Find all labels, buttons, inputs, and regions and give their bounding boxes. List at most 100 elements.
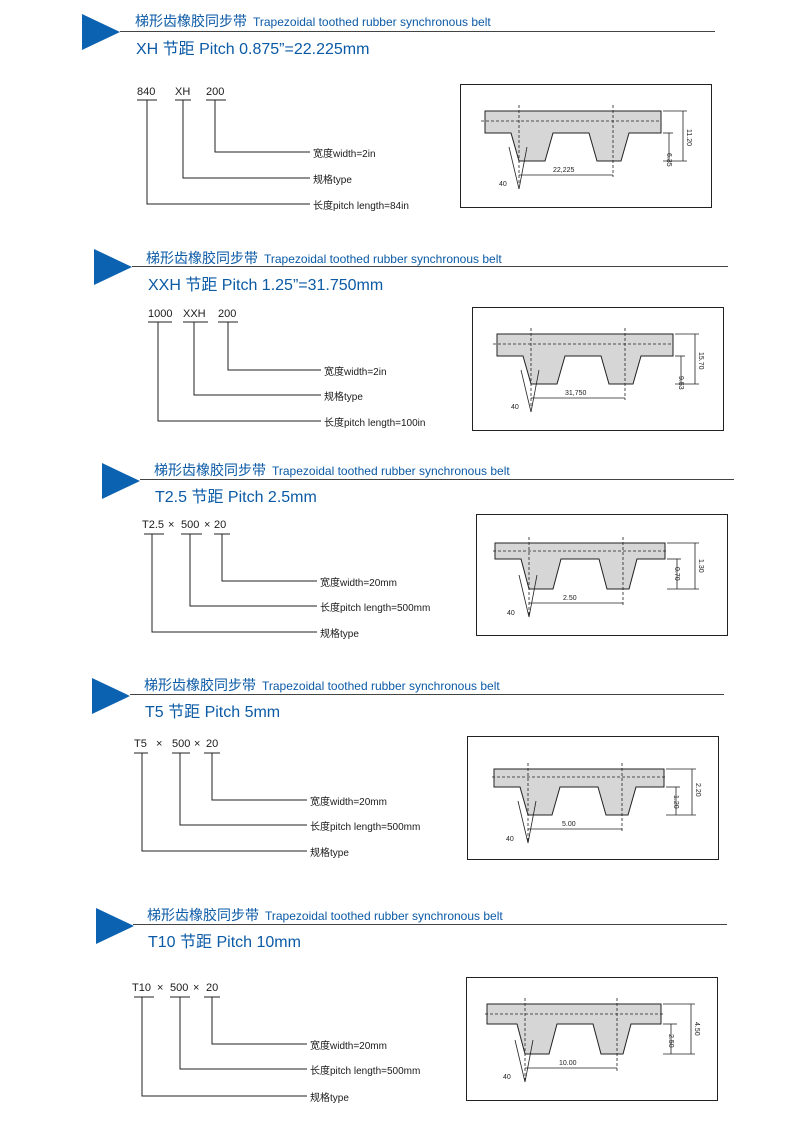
desc-width: 宽度width=2in	[324, 367, 387, 378]
tooth-profile-diagram: 5.00 40 1.20 2.20	[467, 736, 719, 860]
code-part-width: 20	[214, 519, 227, 531]
header-rule	[140, 479, 734, 480]
total-height-label: 15.70	[697, 352, 704, 370]
pitch-label: 5.00	[562, 821, 576, 828]
desc-width: 宽度width=20mm	[310, 797, 387, 808]
title-cn: 梯形齿橡胶同步带	[144, 677, 256, 693]
code-tree: 1000 XXH 200 宽度width=2in 规格type 长度pitch …	[146, 308, 466, 448]
header-rule	[133, 924, 727, 925]
desc-type: 规格type	[310, 848, 349, 859]
title-cn: 梯形齿橡胶同步带	[154, 462, 266, 478]
section-t10: 梯形齿橡胶同步带 Trapezoidal toothed rubber synch…	[0, 900, 790, 1120]
code-part-width: 20	[206, 982, 219, 994]
code-part-width: 200	[206, 86, 225, 98]
desc-type: 规格type	[310, 1093, 349, 1104]
code-part-type: XXH	[183, 308, 206, 320]
title-en: Trapezoidal toothed rubber synchronous b…	[272, 464, 510, 478]
code-part-type: XH	[175, 86, 191, 98]
code-part-length: 500	[170, 982, 189, 994]
triangle-arrow-icon	[96, 908, 134, 944]
header-rule	[130, 694, 724, 695]
section-title: 梯形齿橡胶同步带 Trapezoidal toothed rubber synch…	[135, 11, 491, 31]
code-tree-lines	[148, 321, 321, 422]
code-tree: T5 × 500 × 20 宽度width=20mm 长度pitch lengt…	[132, 738, 452, 878]
title-en: Trapezoidal toothed rubber synchronous b…	[265, 909, 503, 923]
code-tree-lines	[144, 533, 317, 633]
section-t5: 梯形齿橡胶同步带 Trapezoidal toothed rubber synch…	[0, 670, 790, 870]
triangle-arrow-icon	[102, 463, 140, 499]
title-en: Trapezoidal toothed rubber synchronous b…	[262, 679, 500, 693]
code-part-width: 200	[218, 308, 237, 320]
total-height-label: 2.20	[694, 783, 701, 797]
section-title: 梯形齿橡胶同步带 Trapezoidal toothed rubber synch…	[146, 248, 502, 268]
code-tree: T10 × 500 × 20 宽度width=20mm 长度pitch leng…	[132, 982, 452, 1122]
tooth-profile-diagram: 22,225 40 6.35 11.20	[460, 84, 712, 208]
tooth-profile-svg: 31,750 40 9.53 15.70	[493, 328, 704, 413]
section-title: 梯形齿橡胶同步带 Trapezoidal toothed rubber synch…	[147, 905, 503, 925]
section-t2-5: 梯形齿橡胶同步带 Trapezoidal toothed rubber synch…	[0, 455, 790, 655]
separator-x: ×	[157, 982, 164, 994]
separator-x: ×	[156, 738, 163, 750]
code-part-length: 500	[181, 519, 200, 531]
tooth-profile-svg: 2.50 40 0.70 1.30	[493, 537, 704, 618]
pitch-label: 2.50	[563, 595, 577, 602]
section-title: 梯形齿橡胶同步带 Trapezoidal toothed rubber synch…	[144, 675, 500, 695]
total-height-label: 4.50	[693, 1022, 700, 1036]
separator-x: ×	[204, 519, 211, 531]
triangle-arrow-icon	[94, 249, 132, 285]
title-en: Trapezoidal toothed rubber synchronous b…	[253, 15, 491, 29]
tooth-profile-svg: 5.00 40 1.20 2.20	[492, 763, 701, 844]
pitch-title: T10 节距 Pitch 10mm	[148, 934, 301, 951]
desc-length: 长度pitch length=500mm	[310, 822, 421, 833]
title-en: Trapezoidal toothed rubber synchronous b…	[264, 252, 502, 266]
header-rule	[132, 266, 728, 267]
title-cn: 梯形齿橡胶同步带	[147, 907, 259, 923]
header-rule	[120, 31, 715, 32]
title-cn: 梯形齿橡胶同步带	[135, 13, 247, 29]
code-tree: 840 XH 200 宽度width=2in 规格type 长度pitch le…	[135, 86, 455, 226]
pitch-title: XXH 节距 Pitch 1.25”=31.750mm	[148, 277, 384, 294]
tooth-height-label: 6.35	[665, 153, 672, 167]
desc-width: 宽度width=20mm	[310, 1041, 387, 1052]
code-tree-lines	[134, 996, 307, 1097]
angle-label: 40	[499, 181, 507, 188]
code-part-length: 840	[137, 86, 156, 98]
total-height-label: 11.20	[685, 129, 692, 146]
angle-label: 40	[511, 404, 519, 411]
code-tree: T2.5 × 500 × 20 宽度width=20mm 长度pitch len…	[142, 519, 462, 659]
code-part-length: 1000	[148, 308, 173, 320]
desc-type: 规格type	[320, 629, 359, 640]
total-height-label: 1.30	[697, 559, 704, 573]
code-tree-lines	[134, 752, 307, 852]
desc-type: 规格type	[313, 175, 352, 186]
code-part-type: T2.5	[142, 519, 165, 531]
pitch-title: T2.5 节距 Pitch 2.5mm	[155, 489, 317, 506]
desc-type: 规格type	[324, 392, 363, 403]
separator-x: ×	[194, 738, 201, 750]
desc-width: 宽度width=20mm	[320, 578, 397, 589]
angle-label: 40	[507, 610, 515, 617]
code-part-length: 500	[172, 738, 191, 750]
desc-length: 长度pitch length=500mm	[320, 603, 431, 614]
desc-length: 长度pitch length=500mm	[310, 1066, 421, 1077]
code-part-type: T10	[132, 982, 151, 994]
pitch-label: 10.00	[559, 1060, 577, 1067]
tooth-height-label: 2.50	[667, 1034, 674, 1048]
section-title: 梯形齿橡胶同步带 Trapezoidal toothed rubber synch…	[154, 460, 510, 480]
triangle-arrow-icon	[92, 678, 130, 714]
separator-x: ×	[193, 982, 200, 994]
title-cn: 梯形齿橡胶同步带	[146, 250, 258, 266]
tooth-profile-diagram: 31,750 40 9.53 15.70	[472, 307, 724, 431]
code-part-type: T5	[134, 738, 147, 750]
tooth-profile-diagram: 2.50 40 0.70 1.30	[476, 514, 728, 636]
tooth-profile-diagram: 10.00 40 2.50 4.50	[466, 977, 718, 1101]
desc-length: 长度pitch length=84in	[313, 201, 409, 212]
tooth-height-label: 0.70	[673, 567, 680, 581]
tooth-profile-svg: 10.00 40 2.50 4.50	[485, 998, 700, 1083]
pitch-label: 22,225	[553, 167, 575, 174]
triangle-arrow-icon	[82, 14, 120, 50]
code-part-width: 20	[206, 738, 219, 750]
section-xh: 梯形齿橡胶同步带 Trapezoidal toothed rubber synch…	[0, 0, 790, 225]
desc-length: 长度pitch length=100in	[324, 418, 426, 429]
desc-width: 宽度width=2in	[313, 149, 376, 160]
